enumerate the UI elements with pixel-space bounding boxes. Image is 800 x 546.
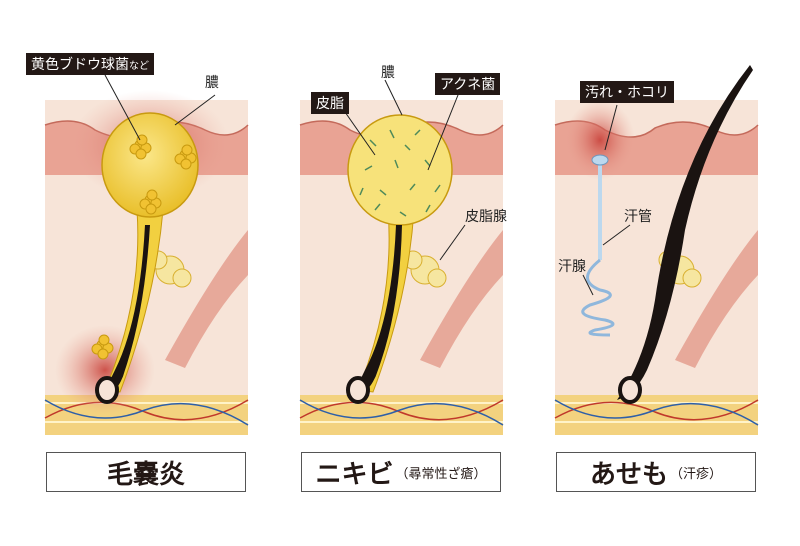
caption-subtext: （尋常性ざ瘡）	[395, 466, 487, 482]
label-pus-1: 膿	[205, 75, 219, 91]
label-dirt: 汚れ・ホコリ	[580, 81, 674, 103]
label-sweat-duct: 汗管	[624, 209, 652, 225]
panel-acne	[299, 79, 504, 436]
label-pus-2: 膿	[381, 65, 395, 81]
label-sweat-gland: 汗腺	[558, 259, 586, 275]
caption-text: 毛嚢炎	[106, 459, 185, 490]
caption-text: あせも	[589, 459, 668, 490]
caption-subtext: （汗疹）	[670, 466, 723, 482]
caption-acne: ニキビ（尋常性ざ瘡）	[301, 452, 501, 492]
label-sebaceous-gland: 皮脂腺	[465, 209, 507, 225]
panel-folliculitis	[44, 74, 249, 436]
label-bacteria: 黄色ブドウ球菌など	[26, 53, 154, 75]
label-sebum: 皮脂	[311, 92, 349, 114]
pustule	[101, 112, 199, 218]
caption-text: ニキビ	[315, 459, 394, 490]
caption-miliaria: あせも（汗疹）	[556, 452, 756, 492]
caption-folliculitis: 毛嚢炎	[46, 452, 246, 492]
sweat-gland	[581, 258, 615, 337]
panel-miliaria	[554, 65, 759, 436]
sebum-plug	[347, 114, 453, 226]
label-acne-bacteria: アクネ菌	[435, 73, 501, 95]
acne-bacteria	[359, 129, 441, 217]
